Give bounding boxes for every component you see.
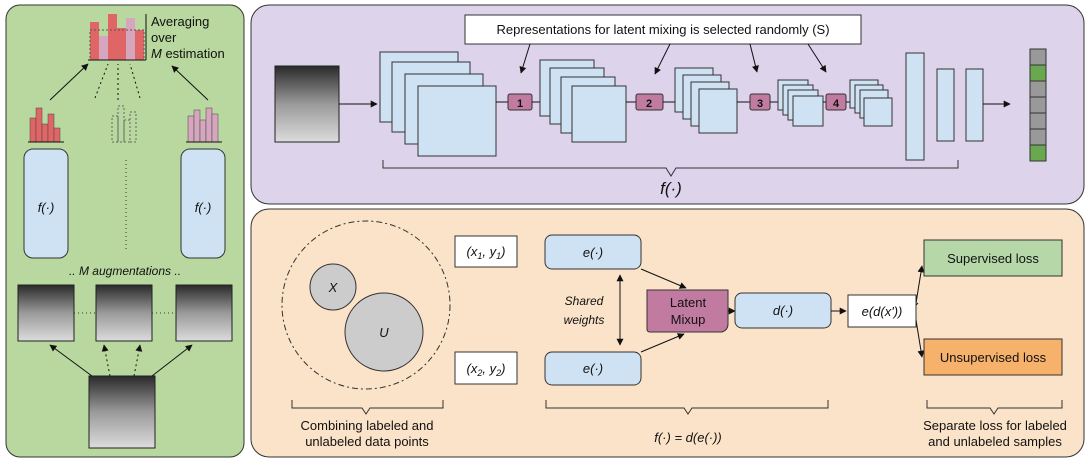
averaging-caption-1: Averaging (151, 14, 209, 29)
mix-marker-1-label: 1 (517, 98, 523, 110)
dense-layer-1 (905, 52, 925, 161)
combine-caption-2: unlabeled data points (305, 434, 429, 449)
labeled-set-label: X (328, 280, 339, 295)
pair-label-1: (x1, y1) (467, 244, 506, 261)
composed-output-box (847, 294, 917, 328)
combine-caption-1: Combining labeled and (301, 418, 434, 433)
training-panel: X U (x1, y1) (x2, y2) e(·) e(·) Shared w… (250, 208, 1085, 458)
function-brace (545, 400, 829, 415)
augmentations-label: .. M augmentations .. (69, 264, 181, 278)
feature-stack-4 (777, 79, 824, 127)
pair-label-2: (x2, y2) (467, 361, 506, 378)
dense-layer-2 (936, 68, 955, 142)
encoder-top (544, 234, 642, 270)
loss-brace (926, 400, 1063, 415)
combine-brace (291, 400, 444, 415)
mix-marker-3-label: 3 (757, 98, 763, 110)
mix-marker-4-label: 4 (833, 98, 840, 110)
model-box-left (23, 148, 69, 259)
augmented-xray-3 (175, 284, 233, 342)
composed-output-label: e(d(x')) (862, 304, 903, 319)
encoder-top-label: e(·) (583, 245, 603, 260)
source-xray (88, 375, 156, 449)
mix-marker-2-label: 2 (646, 98, 652, 110)
latent-mixup-box (646, 289, 729, 333)
selection-note-box (464, 14, 862, 45)
network-brace (382, 160, 959, 177)
model-box-right (180, 148, 226, 259)
separate-caption-2: and unlabeled samples (928, 434, 1062, 449)
model-label-left: f(·) (38, 200, 55, 215)
encoder-bottom (544, 351, 642, 386)
unsupervised-loss-label: Unsupervised loss (940, 350, 1047, 365)
labeled-set (309, 263, 357, 311)
feature-stack-5 (849, 79, 893, 127)
data-pool-circle (281, 220, 451, 390)
encoder-bottom-label: e(·) (583, 361, 603, 376)
pair-box-2 (454, 351, 518, 385)
selection-note: Representations for latent mixing is sel… (496, 22, 829, 37)
averaged-histogram (88, 14, 147, 61)
network-function-label: f(·) (660, 179, 682, 198)
model-label-right: f(·) (195, 200, 212, 215)
averaging-caption-2: over (151, 30, 177, 45)
output-vector (1029, 48, 1047, 162)
feature-stack-2 (539, 59, 627, 143)
latent-mixup-line1: Latent (670, 295, 707, 310)
shared-weights-line1: Shared (565, 294, 604, 308)
unlabeled-set (344, 292, 424, 372)
augmented-xray-2 (95, 284, 153, 342)
histogram-left (28, 107, 64, 143)
network-panel: Representations for latent mixing is sel… (250, 4, 1085, 205)
pair-box-1 (454, 235, 518, 268)
unsupervised-loss-box (923, 338, 1063, 376)
shared-weights-line2: weights (564, 313, 605, 327)
input-xray (274, 65, 340, 143)
decoder-label: d(·) (773, 303, 793, 318)
function-equation: f(·) = d(e(·)) (654, 430, 722, 445)
histogram-middle (111, 105, 137, 143)
feature-stack-1 (379, 51, 497, 157)
dense-layer-3 (965, 68, 984, 142)
augmented-xray-1 (17, 284, 75, 342)
feature-stack-3 (674, 67, 738, 134)
unlabeled-set-label: U (379, 325, 389, 340)
augmentation-panel: Averaging over M estimation (5, 4, 245, 458)
supervised-loss-box (923, 239, 1063, 277)
histogram-right (186, 107, 222, 143)
separate-caption-1: Separate loss for labeled (923, 418, 1067, 433)
averaging-caption-3: M estimation (151, 46, 225, 61)
supervised-loss-label: Supervised loss (947, 251, 1039, 266)
latent-mixup-line2: Mixup (671, 312, 706, 327)
